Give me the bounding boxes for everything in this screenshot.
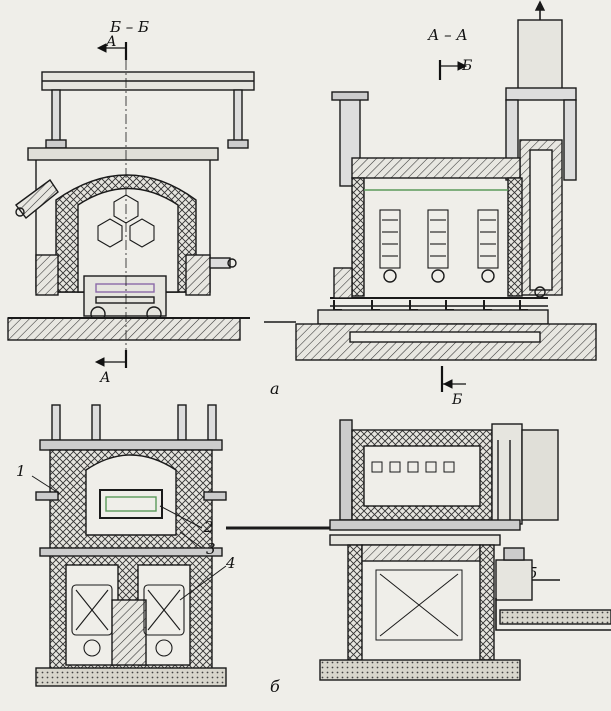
cross-section-view-b [35, 404, 227, 687]
label-section-aa: А – А [427, 26, 468, 44]
label-arrow-b-bottom: Б [451, 392, 462, 408]
figure-label-b: б [270, 677, 280, 696]
figure-label-a: а [270, 379, 280, 398]
label-arrow-a-top: А [105, 34, 117, 50]
section-marker-a-bottom [94, 350, 128, 368]
longitudinal-view-b [226, 419, 611, 681]
label-section-bb: Б – Б [109, 18, 149, 36]
section-marker-b-top [438, 60, 468, 80]
section-marker-a-top [96, 42, 128, 60]
callout-2: 2 [203, 518, 214, 536]
callout-5: 5 [528, 564, 538, 582]
section-marker-b-bottom [440, 366, 466, 392]
callout-4: 4 [225, 554, 236, 572]
section-aa-view [264, 0, 597, 361]
label-arrow-a-bottom: А [99, 370, 111, 386]
callout-3: 3 [206, 540, 216, 558]
callout-1: 1 [16, 462, 26, 480]
section-bb-view [7, 60, 255, 360]
label-arrow-b-top: Б [461, 58, 472, 74]
